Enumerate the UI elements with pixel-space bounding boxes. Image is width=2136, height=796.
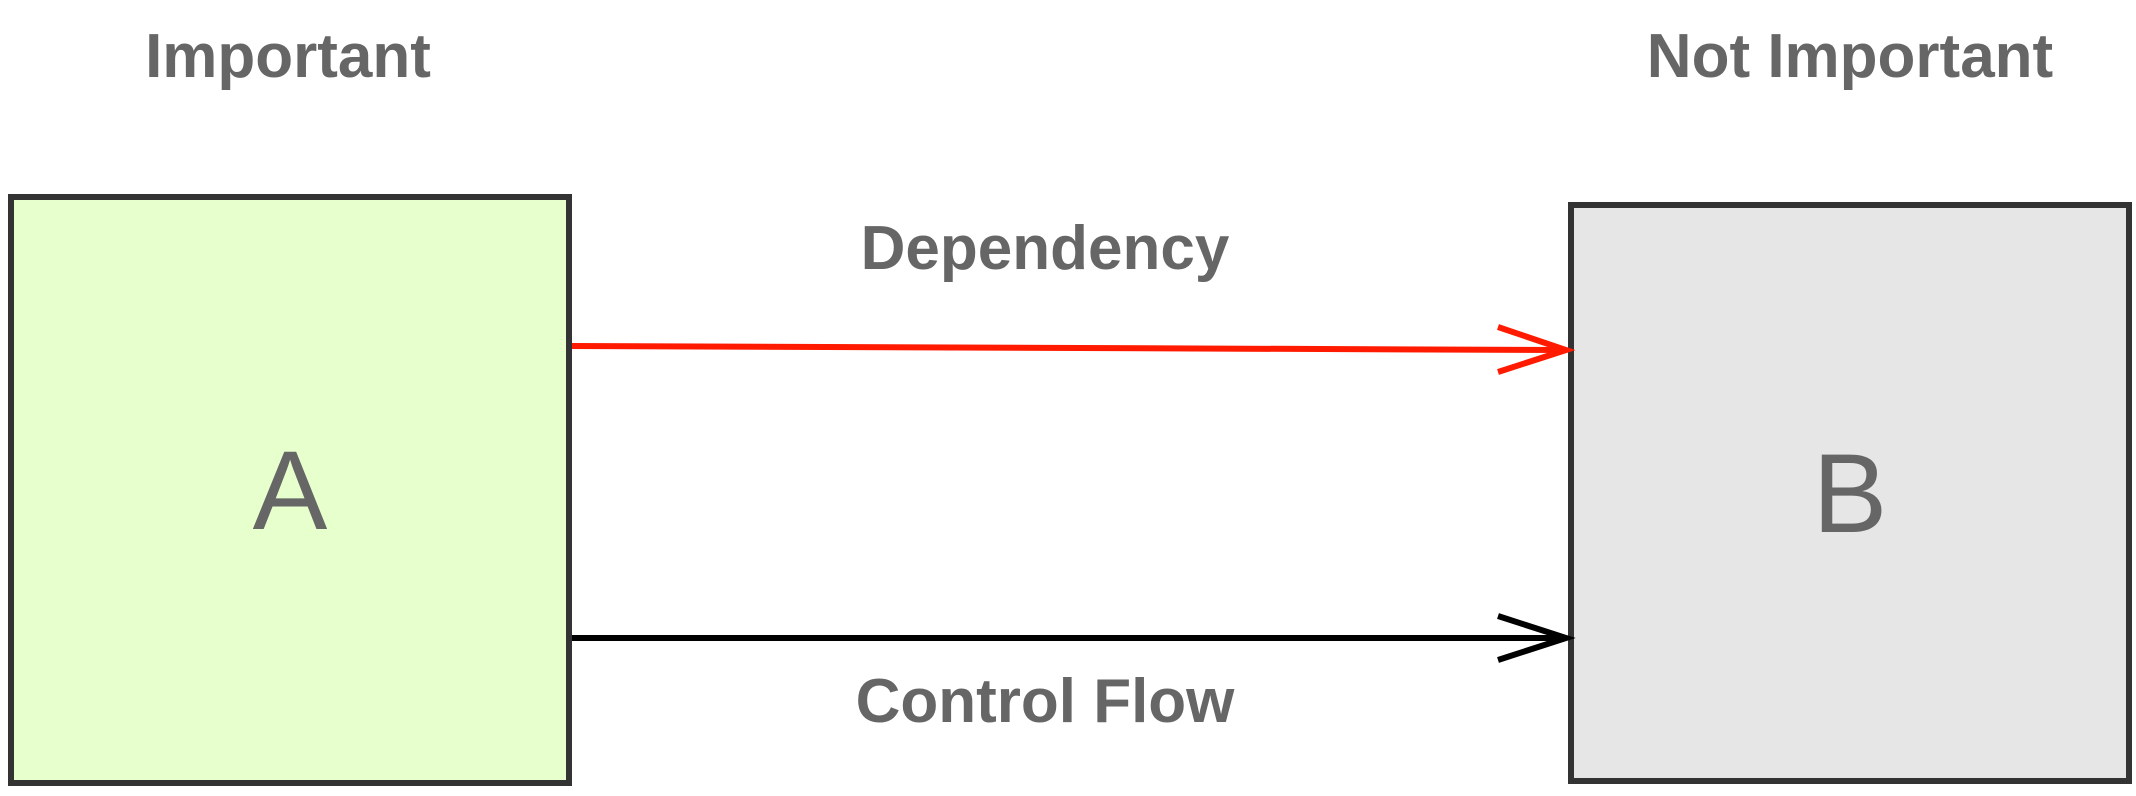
control-flow-arrow — [572, 613, 1576, 663]
control-flow-label: Control Flow — [855, 667, 1235, 736]
node-a-label: A — [252, 427, 328, 553]
dependency-line — [571, 343, 1567, 353]
dependency-arrow — [571, 324, 1576, 375]
heading-important: Important — [145, 22, 431, 91]
dependency-label: Dependency — [860, 214, 1230, 283]
control-flow-arrowhead — [1497, 613, 1576, 663]
node-b-label: B — [1812, 430, 1888, 556]
node-b: B — [1568, 202, 2132, 784]
heading-not-important: Not Important — [1646, 22, 2054, 91]
node-a: A — [8, 194, 572, 786]
dependency-arrowhead — [1497, 324, 1576, 375]
